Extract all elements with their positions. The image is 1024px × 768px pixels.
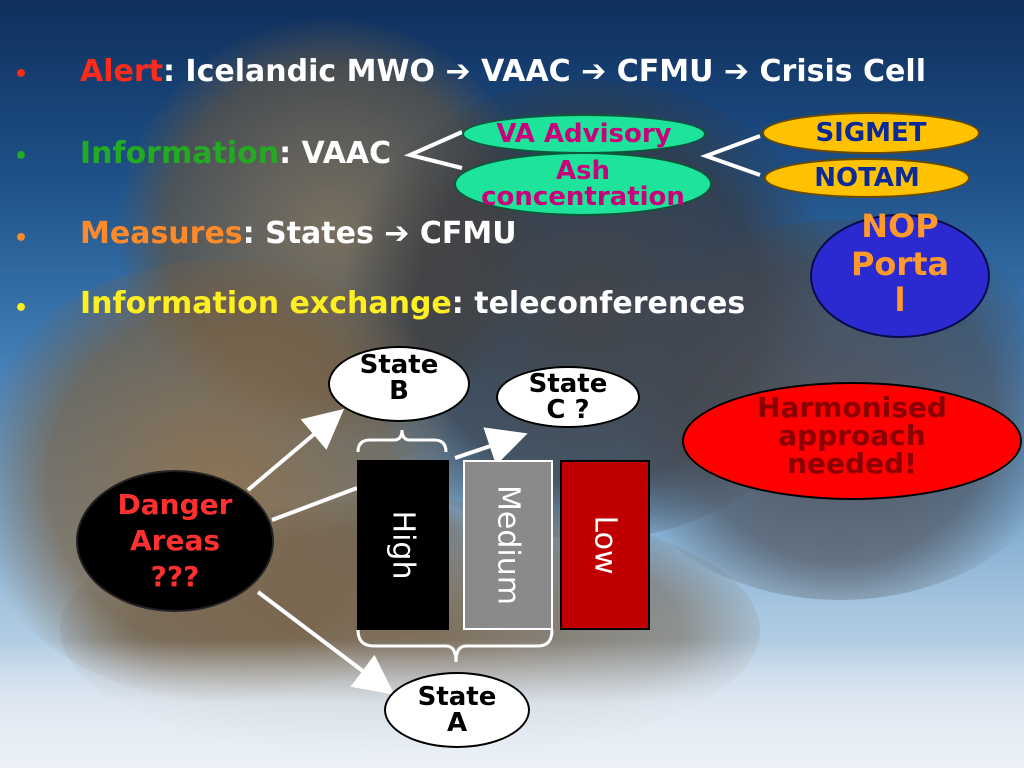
- information-key: Information: [80, 136, 280, 171]
- arrow-right-icon: ➔: [723, 54, 750, 89]
- danger-areas-ellipse: Danger Areas ???: [76, 470, 274, 612]
- sigmet-ellipse: SIGMET: [762, 112, 980, 154]
- danger-label-2: Areas: [129, 524, 221, 557]
- alert-text-2: VAAC: [470, 54, 582, 89]
- va-advisory-ellipse: VA Advisory: [462, 114, 706, 154]
- measures-text-1: : States: [242, 216, 385, 251]
- bullet-dot-alert: •: [14, 62, 29, 87]
- state-a-label-2: A: [446, 708, 468, 738]
- bullet-information: Information: VAAC: [80, 136, 391, 171]
- sigmet-label: SIGMET: [815, 118, 927, 148]
- level-label-high: High: [385, 510, 421, 580]
- danger-label-3: ???: [150, 560, 200, 593]
- harmonised-approach-ellipse: Harmonised approach needed!: [682, 382, 1022, 500]
- nop-label-3: l: [894, 281, 906, 319]
- alert-text-4: Crisis Cell: [749, 54, 926, 89]
- measures-text-2: CFMU: [409, 216, 517, 251]
- ash-label-2: concentration: [481, 182, 685, 212]
- level-bar-high: High: [357, 460, 449, 630]
- harmonised-label-2: approach: [778, 419, 926, 452]
- level-bar-medium: Medium: [463, 460, 553, 630]
- arrow-right-icon: ➔: [384, 216, 410, 251]
- arrow-right-icon: ➔: [581, 54, 607, 89]
- arrow-to-state-c-upper: [454, 427, 528, 466]
- bullet-dot-information: •: [14, 144, 29, 169]
- harmonised-label-3: needed!: [787, 447, 917, 480]
- state-a-ellipse: State A: [384, 672, 530, 748]
- danger-label-1: Danger: [117, 488, 233, 521]
- nop-label-1: NOP: [861, 207, 939, 245]
- arrow-to-state-c-lower: [271, 486, 358, 522]
- nop-portal-ellipse: NOP Porta l: [810, 210, 990, 338]
- level-label-medium: Medium: [490, 485, 526, 605]
- alert-key: Alert: [80, 54, 163, 89]
- harmonised-label-1: Harmonised: [757, 391, 947, 424]
- state-c-ellipse: State C ?: [496, 366, 640, 428]
- ash-concentration-ellipse: Ash concentration: [454, 152, 712, 216]
- brace-bottom: [356, 629, 554, 663]
- arrow-right-icon: ➔: [445, 54, 471, 89]
- bullet-measures: Measures: States ➔ CFMU: [80, 216, 517, 251]
- alert-text-1: : Icelandic MWO: [162, 54, 446, 89]
- state-c-label-1: State: [528, 369, 608, 399]
- measures-key: Measures: [80, 216, 243, 251]
- state-b-ellipse: State B: [328, 346, 470, 422]
- level-bar-low: Low: [560, 460, 650, 630]
- split-connector-vaac: [403, 130, 463, 170]
- exchange-key: Information exchange: [80, 286, 452, 321]
- state-c-label-2: C ?: [546, 395, 590, 425]
- bullet-dot-measures: •: [14, 226, 29, 251]
- ash-label-1: Ash: [555, 156, 611, 186]
- state-b-label-1: State: [359, 350, 439, 380]
- nop-label-2: Porta: [850, 245, 950, 283]
- notam-ellipse: NOTAM: [764, 158, 970, 198]
- bullet-information-exchange: Information exchange: teleconferences: [80, 286, 745, 321]
- level-label-low: Low: [587, 515, 623, 575]
- arrow-to-state-b: [246, 408, 345, 492]
- state-b-label-2: B: [389, 376, 409, 406]
- va-advisory-label: VA Advisory: [496, 119, 672, 149]
- brace-top: [356, 429, 448, 453]
- exchange-text: : teleconferences: [451, 286, 746, 321]
- information-text: : VAAC: [279, 136, 392, 171]
- bullet-alert: Alert: Icelandic MWO ➔ VAAC ➔ CFMU ➔ Cri…: [80, 54, 926, 89]
- state-a-label-1: State: [417, 682, 497, 712]
- bullet-dot-exchange: •: [14, 296, 29, 321]
- split-connector-products: [700, 134, 761, 177]
- notam-label: NOTAM: [814, 163, 920, 193]
- alert-text-3: CFMU: [606, 54, 724, 89]
- arrow-to-state-a: [256, 590, 395, 695]
